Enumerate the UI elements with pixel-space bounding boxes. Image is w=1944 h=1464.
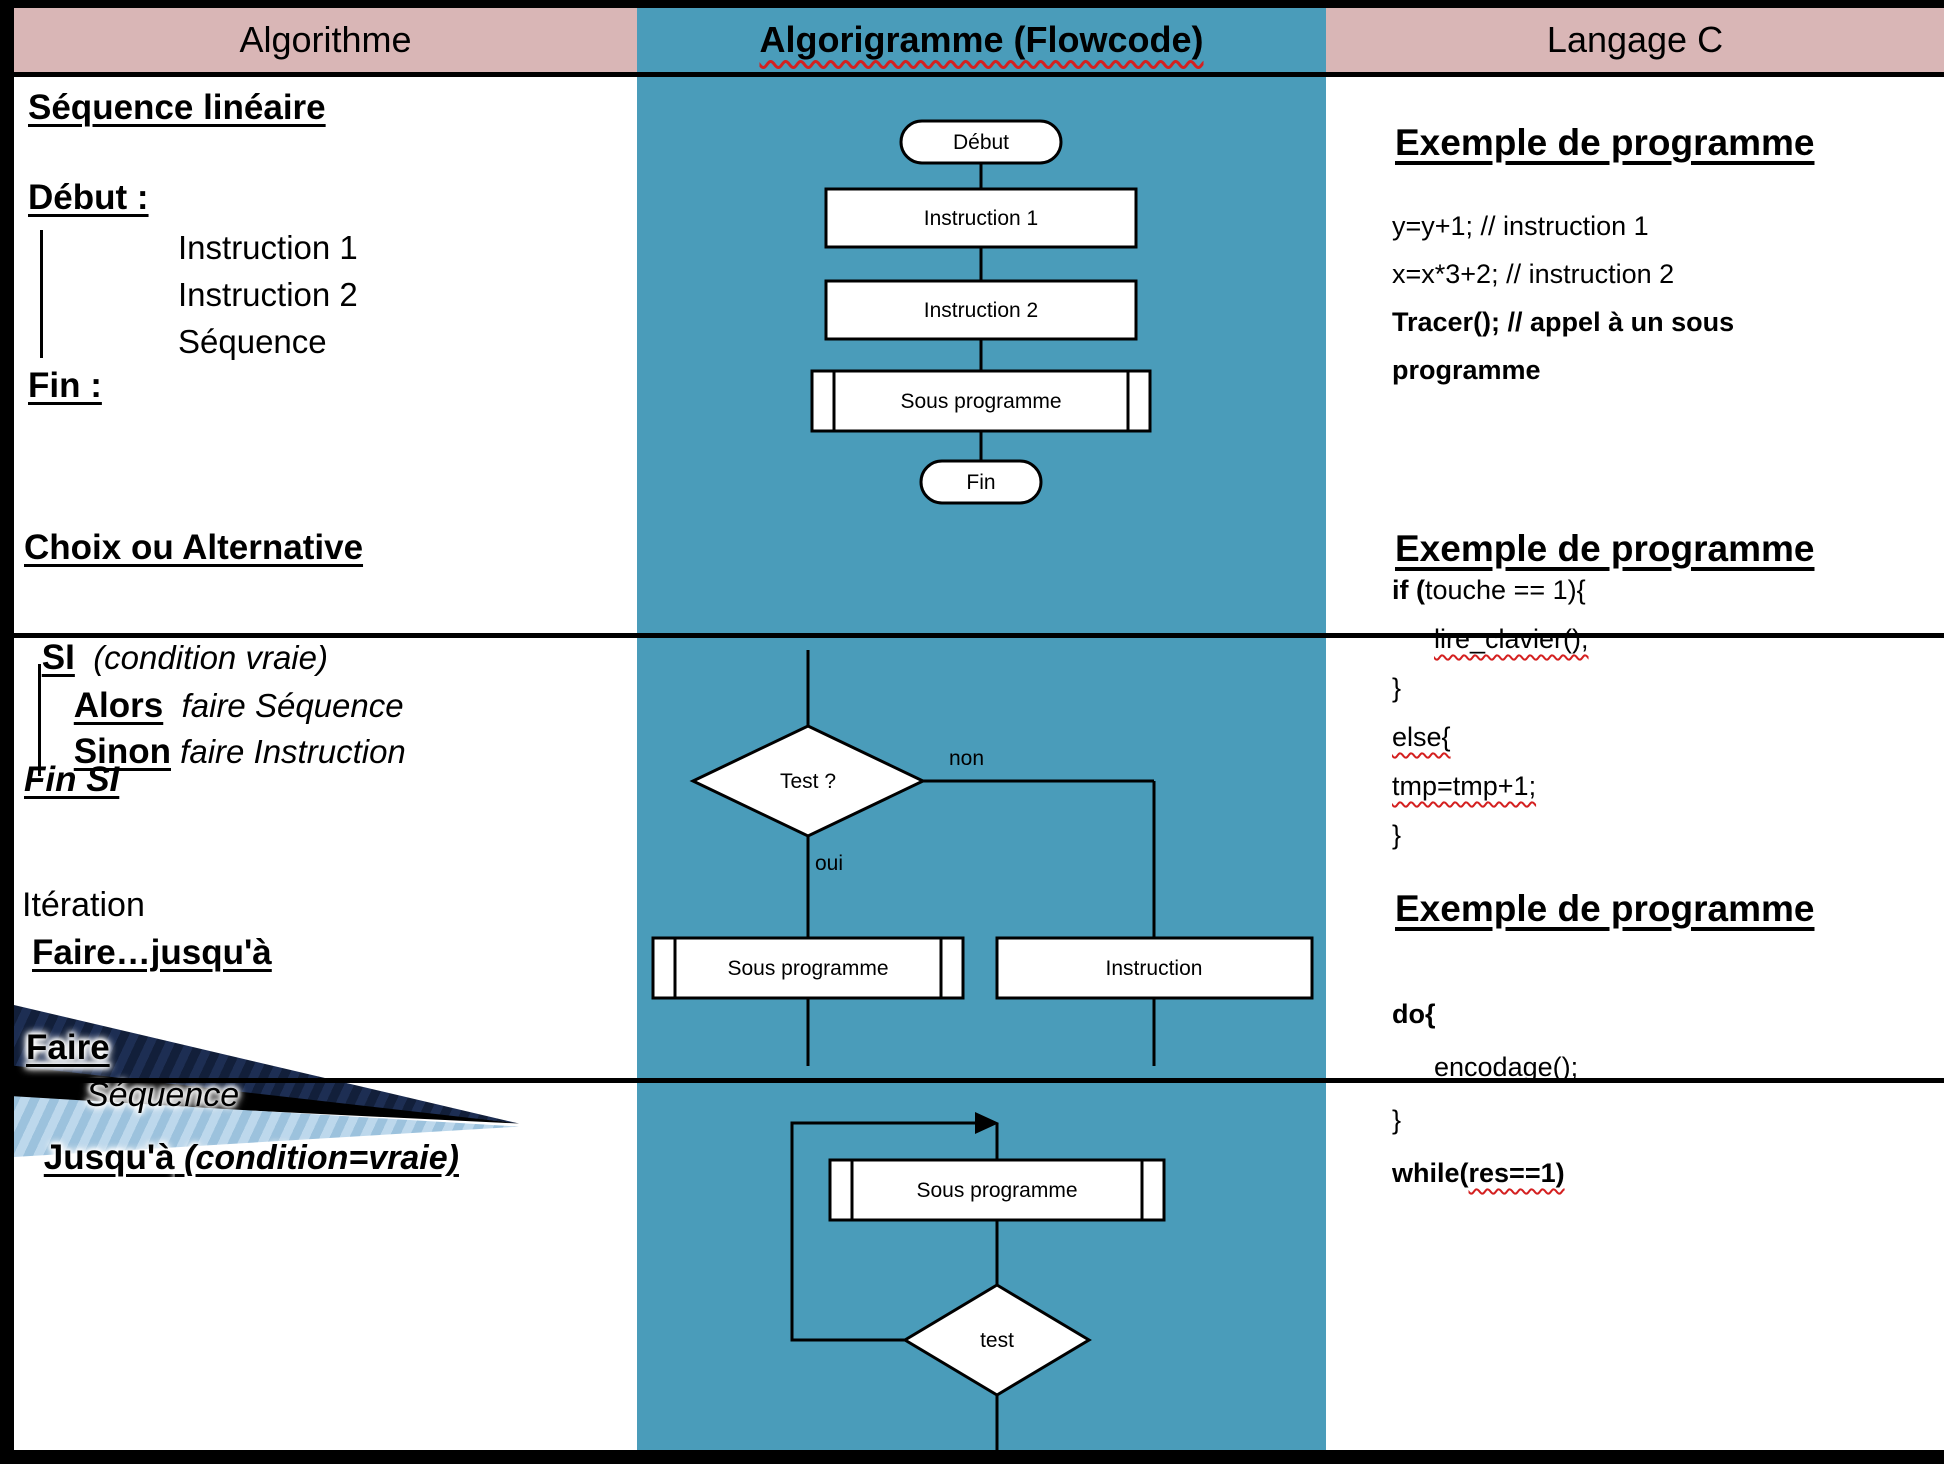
code-line: lire_clavier(); [1392, 624, 1589, 674]
code-line: y=y+1; // instruction 1 [1392, 211, 1734, 260]
row3-jusqua-line: Jusqu'à (condition=vraie) [26, 1120, 459, 1197]
row2-sinon-line: Sinon faire Instruction [56, 714, 406, 791]
header-label-langage-c: Langage C [1546, 19, 1724, 60]
jusqua-condition: (condition=vraie) [174, 1139, 459, 1178]
header-cell-langage-c: Langage C [1326, 8, 1944, 72]
code-segment: while( [1392, 1158, 1469, 1188]
row1-code-heading: Exemple de programme [1395, 122, 1815, 163]
row1-fin: Fin : [28, 366, 102, 405]
code-line: while(res==1) [1392, 1158, 1578, 1212]
row2-bracket-line [38, 664, 41, 776]
code-segment: touche == 1){ [1425, 575, 1586, 605]
row1-title: Séquence linéaire [28, 88, 326, 127]
alors-action: faire Séquence [163, 687, 404, 725]
code-line: x=x*3+2; // instruction 2 [1392, 259, 1734, 308]
subroutine-box [651, 936, 965, 1000]
code-line: programme [1392, 355, 1734, 404]
decision-label: test [980, 1329, 1014, 1352]
terminator-start-label: Début [953, 131, 1009, 154]
row1-step-1: Instruction 1 [178, 229, 358, 266]
row3-code-block: do{ encodage();} while(res==1) [1392, 999, 1579, 1212]
flowchart-alternative: Test ? non oui Sous programme Instructio… [651, 650, 1314, 1066]
row1-bracket-line [40, 230, 43, 358]
process-instruction-1 [824, 187, 1138, 249]
sinon-action: faire Instruction [171, 733, 406, 771]
subroutine-label: Sous programme [727, 957, 888, 980]
branch-oui-label: oui [815, 852, 843, 875]
keyword-sinon: Sinon [73, 732, 171, 772]
code-segment: do{ [1392, 999, 1436, 1029]
process-instruction-2-label: Instruction 2 [924, 299, 1038, 322]
corner-decoration [14, 1005, 519, 1157]
code-segment: } [1392, 1105, 1402, 1135]
subroutine-label: Sous programme [900, 390, 1061, 413]
code-line: } [1392, 673, 1589, 723]
code-segment: } [1392, 673, 1402, 703]
subroutine-label: Sous programme [916, 1179, 1077, 1202]
flowchart-linear-sequence: Début Instruction 1 Instruction 2 Sous p… [810, 119, 1152, 505]
process-instruction-1-label: Instruction 1 [924, 207, 1038, 230]
keyword-si: SI [41, 638, 75, 678]
si-condition: (condition vraie) [74, 639, 328, 677]
process-instruction [995, 936, 1314, 1000]
row2-alors-line: Alors faire Séquence [56, 668, 404, 745]
code-segment: else{ [1392, 722, 1451, 752]
code-segment: } [1392, 820, 1402, 850]
code-line: Tracer(); // appel à un sous [1392, 307, 1735, 356]
process-instruction-label: Instruction [1106, 957, 1203, 980]
code-segment: Tracer(); // appel à un sous [1392, 307, 1735, 337]
code-line: } [1392, 820, 1589, 870]
code-segment: lire_clavier(); [1434, 624, 1589, 654]
code-line: else{ [1392, 722, 1589, 772]
process-instruction-2 [824, 279, 1138, 341]
keyword-jusqua: Jusqu'à [43, 1138, 175, 1178]
terminator-end [919, 459, 1043, 505]
row1-code-block: y=y+1; // instruction 1 x=x*3+2; // instr… [1392, 211, 1735, 404]
row2-finsi-line: Fin SI [24, 760, 119, 800]
row1-step-3: Séquence [178, 323, 327, 360]
code-line: if (touche == 1){ [1392, 575, 1589, 625]
code-line: do{ [1392, 999, 1578, 1053]
header-cell-algorigramme: Algorigramme (Flowcode) [637, 8, 1326, 72]
row1-steps: Instruction 1 Instruction 2 Séquence [178, 224, 358, 365]
header-label-algorithme: Algorithme [239, 19, 412, 60]
decision-label: Test ? [780, 770, 836, 793]
row2-title: Choix ou Alternative [24, 528, 364, 567]
row2-code-block: if (touche == 1){lire_clavier();}else{tm… [1392, 575, 1589, 870]
row-divider-1 [14, 633, 1944, 638]
header-cell-algorithme: Algorithme [14, 8, 637, 72]
code-segment: encodage(); [1434, 1052, 1579, 1082]
header-divider [14, 72, 1944, 77]
keyword-alors: Alors [73, 686, 164, 726]
code-line: encodage(); [1392, 1052, 1579, 1106]
header-label-algorigramme: Algorigramme (Flowcode) [759, 19, 1204, 60]
loop-back-line [790, 1121, 975, 1342]
row3-title-faire-jusqua: Faire…jusqu'à [32, 933, 272, 972]
row1-step-2: Instruction 2 [178, 276, 358, 313]
row3-code-heading: Exemple de programme [1395, 888, 1815, 929]
code-segment: programme [1392, 355, 1541, 385]
code-segment: if ( [1392, 575, 1425, 605]
code-segment: x=x*3+2; // instruction 2 [1392, 259, 1675, 289]
terminator-end-label: Fin [966, 471, 995, 494]
code-line: } [1392, 1105, 1578, 1159]
code-segment: tmp=tmp+1; [1392, 771, 1537, 801]
row2-code-heading: Exemple de programme [1395, 528, 1815, 569]
flowchart-do-until-loop: Sous programme test [790, 1112, 1166, 1450]
code-line: tmp=tmp+1; [1392, 771, 1589, 821]
code-segment: res==1) [1468, 1158, 1565, 1188]
row3-title-iteration: Itération [22, 886, 145, 924]
row3-keyword-faire: Faire [26, 1028, 110, 1067]
row1-debut: Début : [28, 178, 149, 217]
keyword-fin-si: Fin SI [24, 760, 120, 799]
row-divider-2 [14, 1078, 1944, 1083]
loop-arrowhead [975, 1112, 999, 1134]
code-segment: y=y+1; // instruction 1 [1392, 211, 1649, 241]
row2-si-line: SI (condition vraie) [24, 620, 328, 697]
branch-non-label: non [949, 747, 984, 770]
